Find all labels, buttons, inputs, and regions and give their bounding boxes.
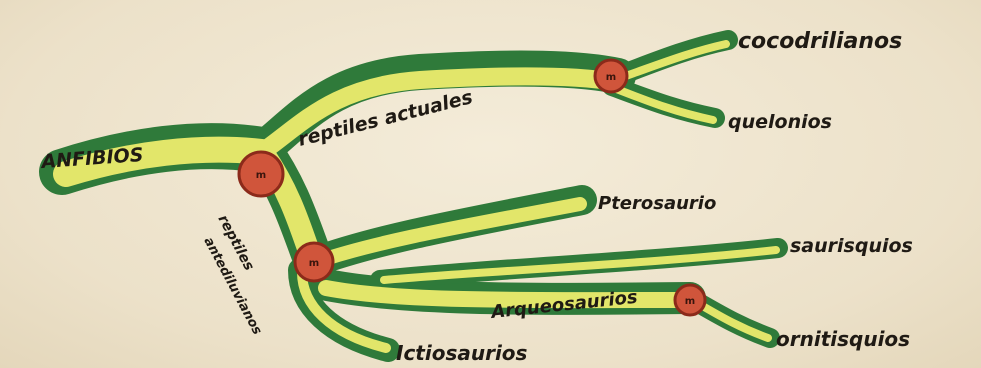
label-pterosaurio: Pterosaurio xyxy=(598,193,716,214)
node-dinosaurios: m xyxy=(675,285,705,315)
svg-text:m: m xyxy=(606,72,616,83)
label-quelonios: quelonios xyxy=(728,111,832,133)
label-ornitisquios: ornitisquios xyxy=(776,327,910,351)
svg-text:m: m xyxy=(309,258,319,269)
label-reptiles-antediluvianos: reptiles antediluvianos xyxy=(200,212,264,337)
label-cocodrilianos: cocodrilianos xyxy=(738,29,902,54)
node-antediluvianos: m xyxy=(295,243,333,281)
svg-text:m: m xyxy=(256,170,266,181)
label-ictiosaurios: Ictiosaurios xyxy=(396,341,528,365)
node-root: m xyxy=(239,152,283,196)
svg-text:m: m xyxy=(685,296,695,307)
node-actuales: m xyxy=(595,60,627,92)
label-saurisquios: saurisquios xyxy=(790,235,913,257)
